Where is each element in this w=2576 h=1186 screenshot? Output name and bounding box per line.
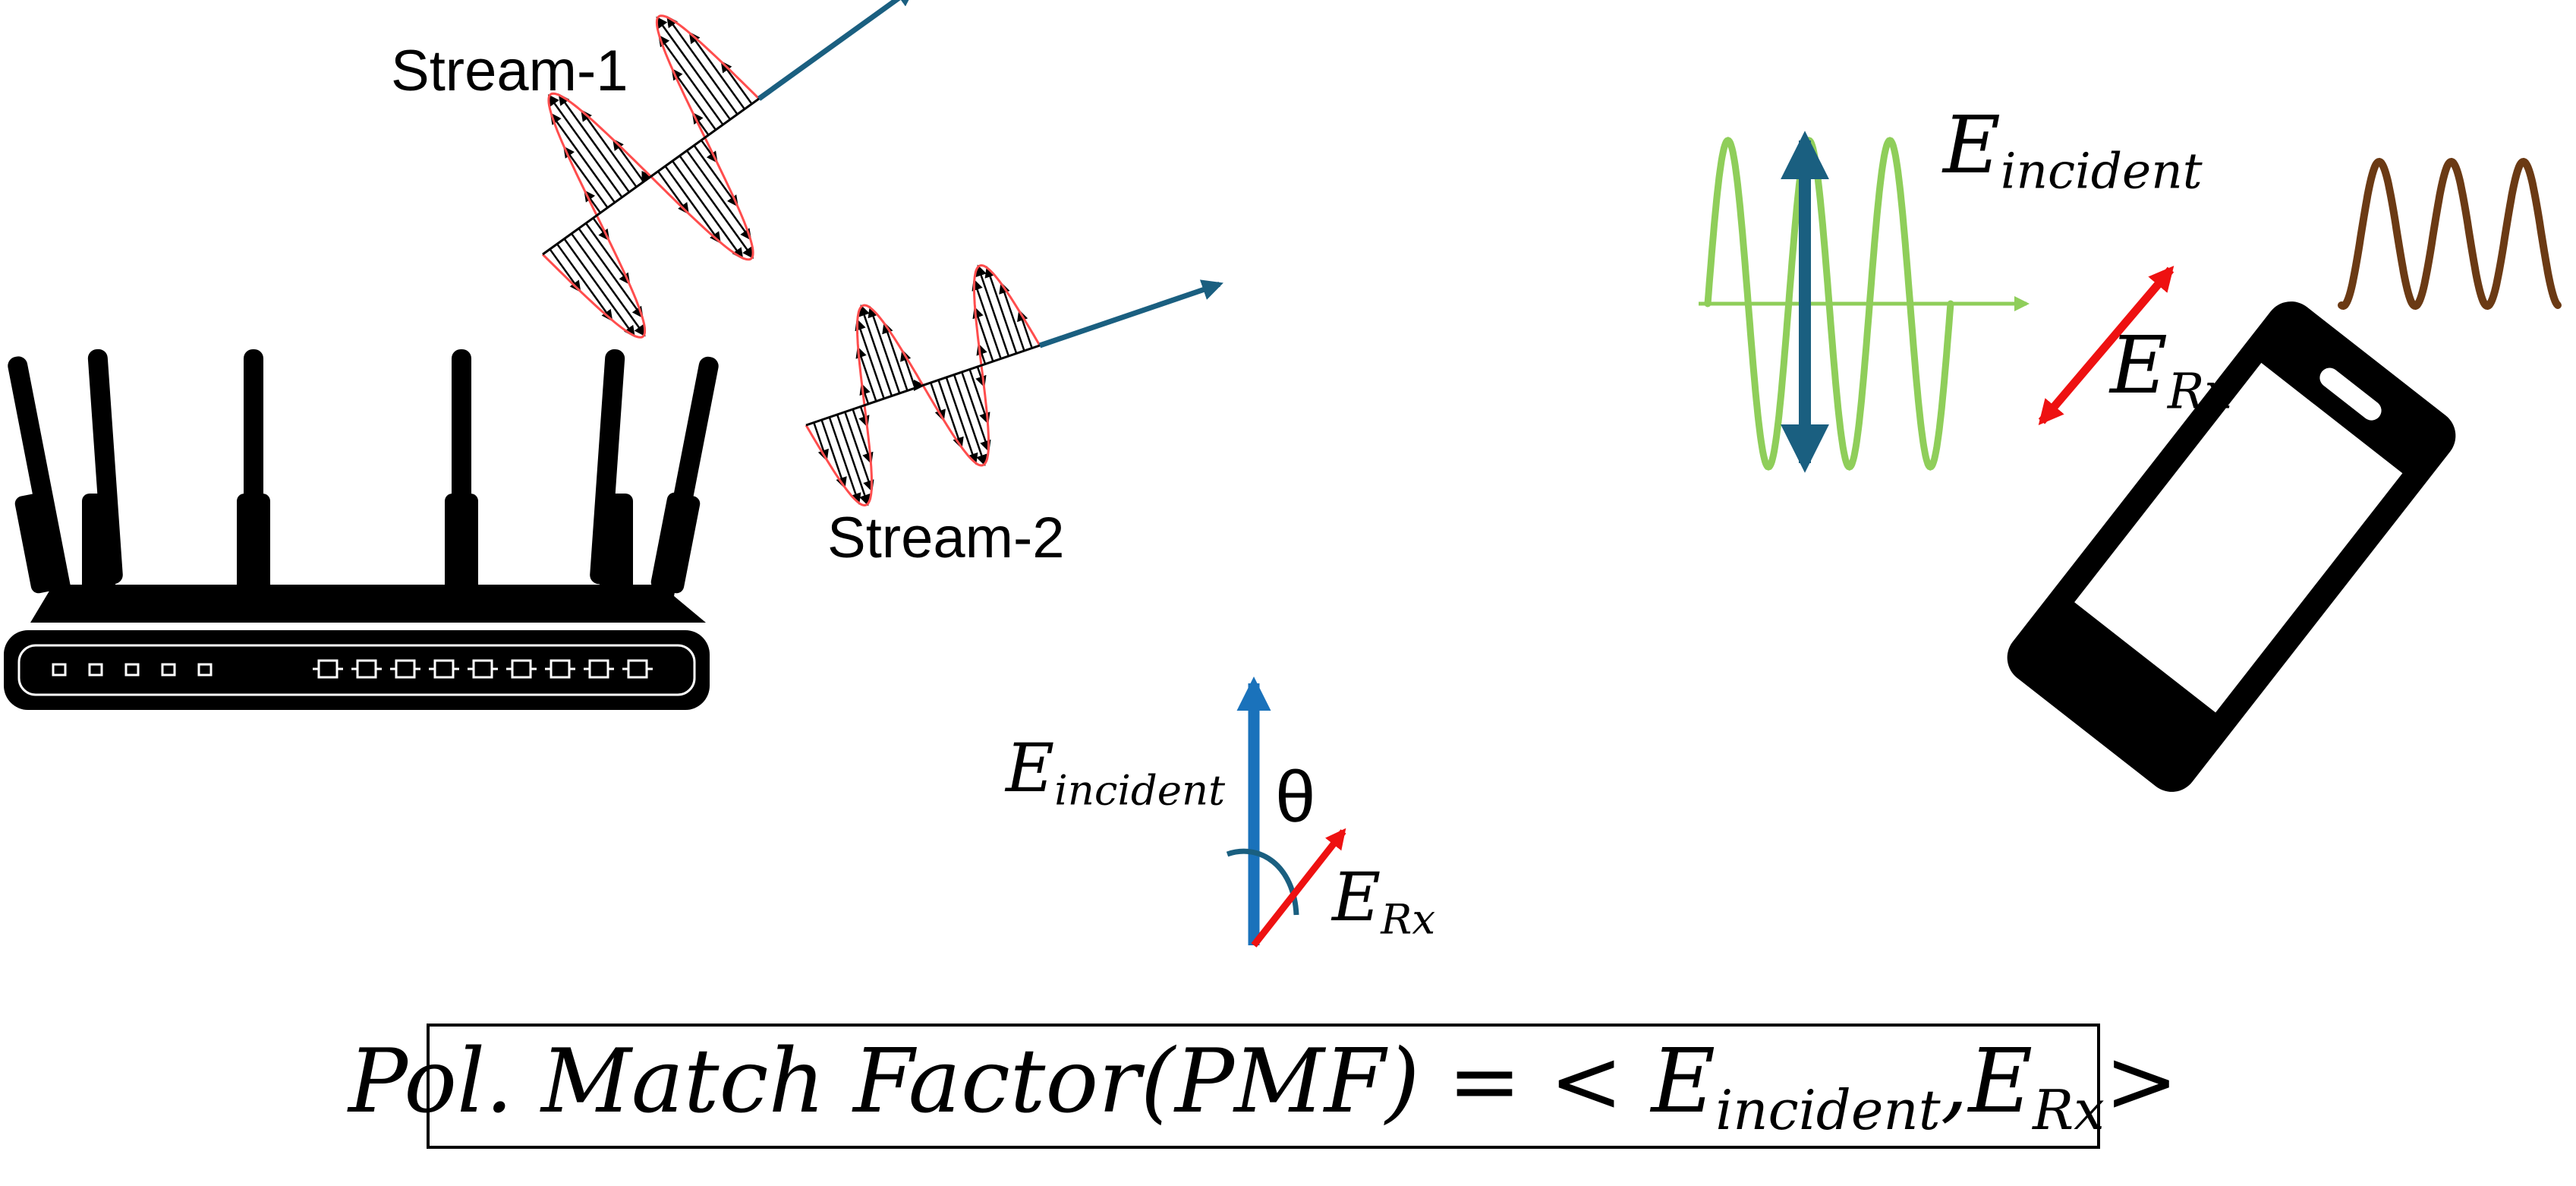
vector-rx-label: ERx	[1332, 858, 1436, 944]
angle-theta-label: θ	[1275, 756, 1316, 837]
stream-2-label: Stream-2	[827, 506, 1065, 570]
received-wave	[2338, 157, 2562, 311]
stream-2-wave	[805, 263, 1223, 507]
pmf-formula-box: Pol. Match Factor(PMF) = < Eincident,ERx…	[348, 1024, 2178, 1149]
smartphone-icon	[2007, 301, 2456, 792]
incident-field-label: Eincident	[1943, 99, 2203, 200]
pmf-formula: Pol. Match Factor(PMF) = < Eincident,ERx…	[348, 1030, 2179, 1142]
rx-polarization-arrow	[2038, 265, 2174, 426]
stream-1-label: Stream-1	[391, 39, 628, 103]
router-icon	[4, 349, 719, 710]
stream-1-wave	[541, 0, 917, 339]
incident-wave	[1699, 137, 2030, 471]
polarization-angle-vectors	[1226, 677, 1346, 948]
rx-field-label: ERx	[2110, 319, 2232, 421]
vector-incident-label: Eincident	[1006, 729, 1226, 815]
